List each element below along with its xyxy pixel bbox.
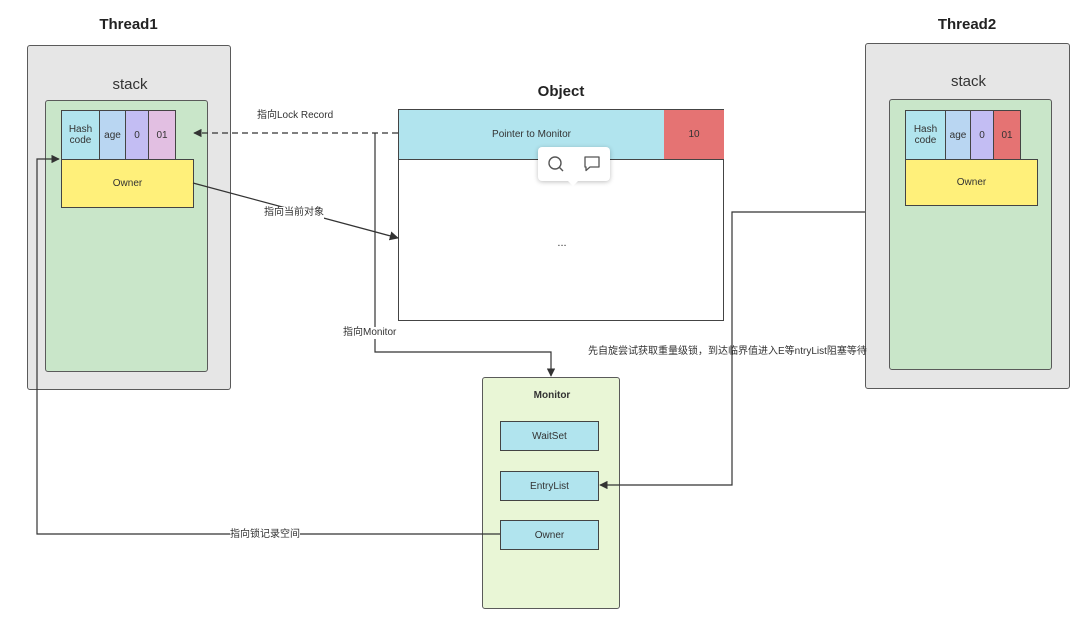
label-thread2-spin: 先自旋尝试获取重量级锁，到达临界值进入E等ntryList阻塞等待	[588, 346, 867, 357]
label-to-current-object: 指向当前对象	[264, 207, 324, 219]
object-body-text: ...	[557, 237, 567, 249]
label-to-lock-record: 指向Lock Record	[257, 110, 334, 122]
thread1-stack-frame: Hash code age 0 01 Owner	[45, 100, 208, 372]
thread2-stack-frame: Hash code age 0 01 Owner	[889, 99, 1052, 370]
comment-icon[interactable]	[581, 153, 603, 175]
label-to-lock-record-space: 指向锁记录空间	[230, 529, 300, 541]
object-flag-cell: 10	[664, 110, 724, 160]
thread2-biased-cell: 0	[970, 110, 994, 160]
thread2-box: stack Hash code age 0 01 Owner	[865, 43, 1070, 389]
thread2-hashcode-cell: Hash code	[905, 110, 946, 160]
thread1-title: Thread1	[99, 16, 158, 33]
object-box: Pointer to Monitor 10 ...	[398, 109, 724, 321]
thread2-owner-cell: Owner	[905, 159, 1038, 206]
search-icon[interactable]	[545, 153, 567, 175]
thread1-biased-cell: 0	[125, 110, 149, 160]
monitor-title: Monitor	[533, 390, 571, 401]
object-pointer-cell: Pointer to Monitor	[399, 110, 665, 160]
monitor-waitset-cell: WaitSet	[500, 421, 599, 451]
thread2-title: Thread2	[937, 16, 997, 33]
thread1-owner-cell: Owner	[61, 159, 194, 208]
label-to-monitor: 指向Monitor	[343, 327, 397, 339]
object-title: Object	[537, 83, 585, 100]
thread1-lockflag-cell: 01	[148, 110, 176, 160]
thread1-age-cell: age	[99, 110, 126, 160]
floating-toolbar	[538, 147, 610, 181]
thread2-age-cell: age	[945, 110, 971, 160]
thread1-box: stack Hash code age 0 01 Owner	[27, 45, 231, 390]
monitor-box: Monitor WaitSet EntryList Owner	[482, 377, 620, 609]
monitor-entrylist-cell: EntryList	[500, 471, 599, 501]
thread1-stack-label: stack	[112, 76, 148, 93]
thread2-stack-label: stack	[950, 73, 986, 90]
monitor-owner-cell: Owner	[500, 520, 599, 550]
floating-toolbar-tail	[568, 181, 578, 186]
thread2-lockflag-cell: 01	[993, 110, 1021, 160]
thread1-hashcode-cell: Hash code	[61, 110, 100, 160]
